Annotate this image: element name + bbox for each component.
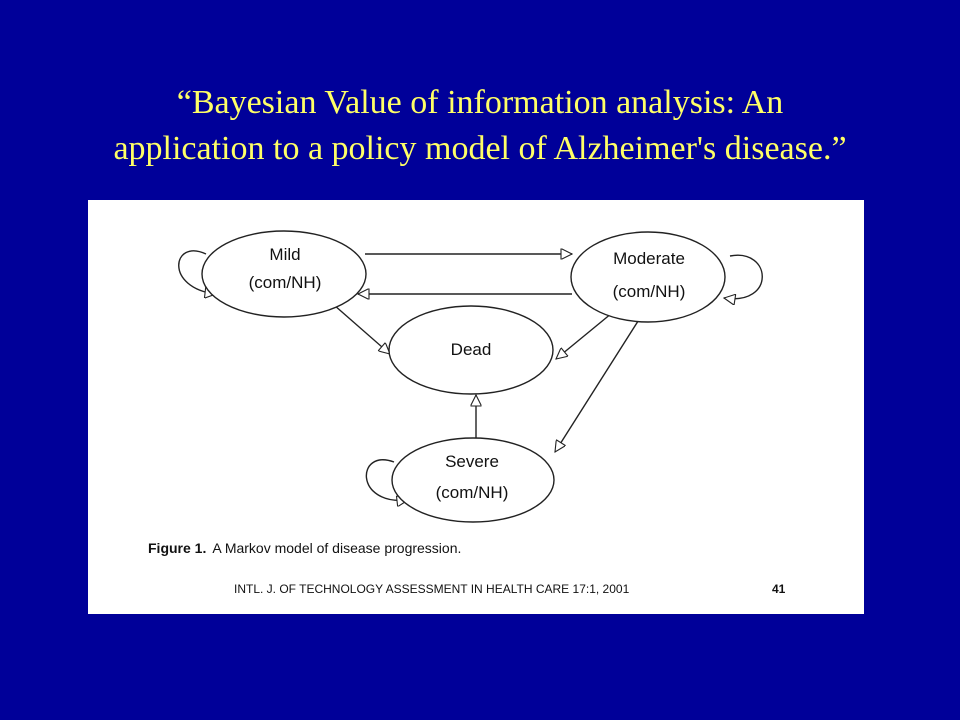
- journal-citation: INTL. J. OF TECHNOLOGY ASSESSMENT IN HEA…: [234, 582, 630, 596]
- figure-caption-label: Figure 1.: [148, 540, 206, 556]
- figure-caption: Figure 1. A Markov model of disease progr…: [148, 540, 461, 556]
- arrow-mild-to-dead: [333, 304, 390, 354]
- arrow-moderate-to-dead: [556, 312, 613, 359]
- node-dead: [388, 305, 554, 395]
- page-number: 41: [772, 582, 786, 596]
- node-severe: [391, 437, 555, 523]
- node-mild-sub: (com/NH): [249, 273, 322, 292]
- slide-title-line-2: application to a policy model of Alzheim…: [113, 130, 847, 167]
- slide-title-line-1: “Bayesian Value of information analysis:…: [176, 84, 784, 121]
- node-mild-name: Mild: [269, 245, 300, 264]
- node-moderate: [570, 231, 726, 323]
- node-mild: [201, 230, 367, 318]
- node-severe-sub: (com/NH): [436, 483, 509, 502]
- figure-caption-text: A Markov model of disease progression.: [212, 540, 461, 556]
- mild-self-loop: [178, 250, 216, 294]
- node-severe-name: Severe: [445, 452, 499, 471]
- markov-diagram: Mild (com/NH) Moderate (com/NH) Dead Sev…: [148, 230, 786, 596]
- node-moderate-sub: (com/NH): [613, 282, 686, 301]
- arrow-moderate-to-severe: [555, 317, 641, 452]
- node-dead-name: Dead: [451, 340, 492, 359]
- moderate-self-loop: [724, 254, 763, 299]
- slide-title: “Bayesian Value of information analysis:…: [40, 80, 920, 172]
- severe-self-loop: [365, 459, 408, 501]
- node-moderate-name: Moderate: [613, 249, 685, 268]
- figure-panel: Mild (com/NH) Moderate (com/NH) Dead Sev…: [88, 200, 864, 614]
